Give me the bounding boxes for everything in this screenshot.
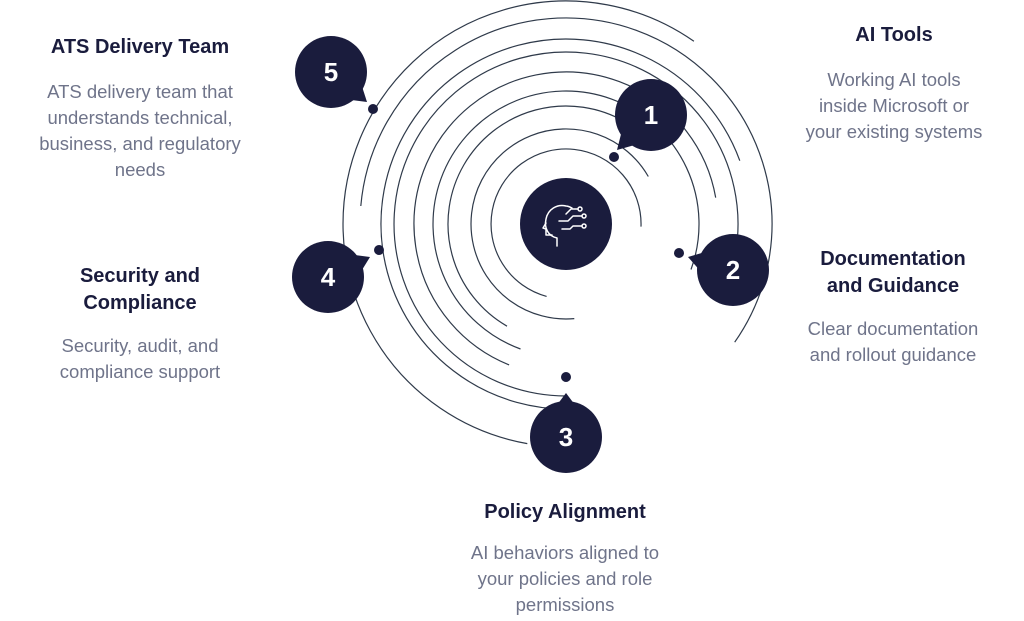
orbit-ring-2 <box>470 128 649 320</box>
step-3-number: 3 <box>559 422 573 452</box>
step-4-bubble <box>292 241 364 313</box>
step-1-block: AI Tools Working AI tools inside Microso… <box>774 22 1014 145</box>
step-5-title: ATS Delivery Team <box>50 36 230 58</box>
step-2-description: Clear documentation and rollout guidance <box>807 318 979 365</box>
step-2-bubble <box>697 234 769 306</box>
step-3-title: Policy Alignment <box>484 501 646 523</box>
step-1-badge: 1 <box>609 79 687 162</box>
head-circuit-icon <box>542 204 587 247</box>
step-3-marker <box>561 372 571 382</box>
orbit-ring-4 <box>432 90 700 350</box>
step-1-title: AI Tools <box>855 24 933 46</box>
step-5-badge: 5 <box>295 36 378 114</box>
step-4-block: Security and Compliance Security, audit,… <box>10 263 270 385</box>
orbit-ring-1 <box>490 148 642 297</box>
step-5-description: ATS delivery team that understands techn… <box>39 81 241 180</box>
step-3-bubble <box>530 401 602 473</box>
orbit-ring-9 <box>342 0 695 445</box>
orbit-ring-6 <box>393 51 739 397</box>
step-2-badge: 2 <box>674 234 769 306</box>
step-1-number: 1 <box>644 100 658 130</box>
step-1-bubble <box>615 79 687 151</box>
step-5-block: ATS Delivery Team ATS delivery team that… <box>0 34 280 183</box>
step-5-number: 5 <box>324 57 338 87</box>
step-3-description: AI behaviors aligned to your policies an… <box>470 542 660 615</box>
step-badges: 1 2 3 4 5 <box>292 36 769 473</box>
step-4-description: Security, audit, and compliance support <box>59 335 221 382</box>
center-hub <box>520 178 612 270</box>
step-1-marker <box>609 152 619 162</box>
step-4-number: 4 <box>321 262 336 292</box>
step-3-block: Policy Alignment AI behaviors aligned to… <box>420 499 710 618</box>
orbit-ring-3 <box>447 105 626 327</box>
step-5-marker <box>368 104 378 114</box>
step-3-badge: 3 <box>530 372 602 473</box>
step-5-bubble <box>295 36 367 108</box>
orbit-ring-8 <box>360 17 773 343</box>
step-1-description: Working AI tools inside Microsoft or you… <box>805 69 983 142</box>
step-4-title: Security and Compliance <box>79 265 201 314</box>
orbit-ring-7 <box>380 38 741 410</box>
step-2-title: Documentation and Guidance <box>820 248 966 297</box>
step-2-marker <box>674 248 684 258</box>
step-2-number: 2 <box>726 255 740 285</box>
orbit-rings <box>342 0 773 445</box>
step-2-block: Documentation and Guidance Clear documen… <box>772 246 1014 368</box>
step-4-marker <box>374 245 384 255</box>
step-4-badge: 4 <box>292 241 384 313</box>
